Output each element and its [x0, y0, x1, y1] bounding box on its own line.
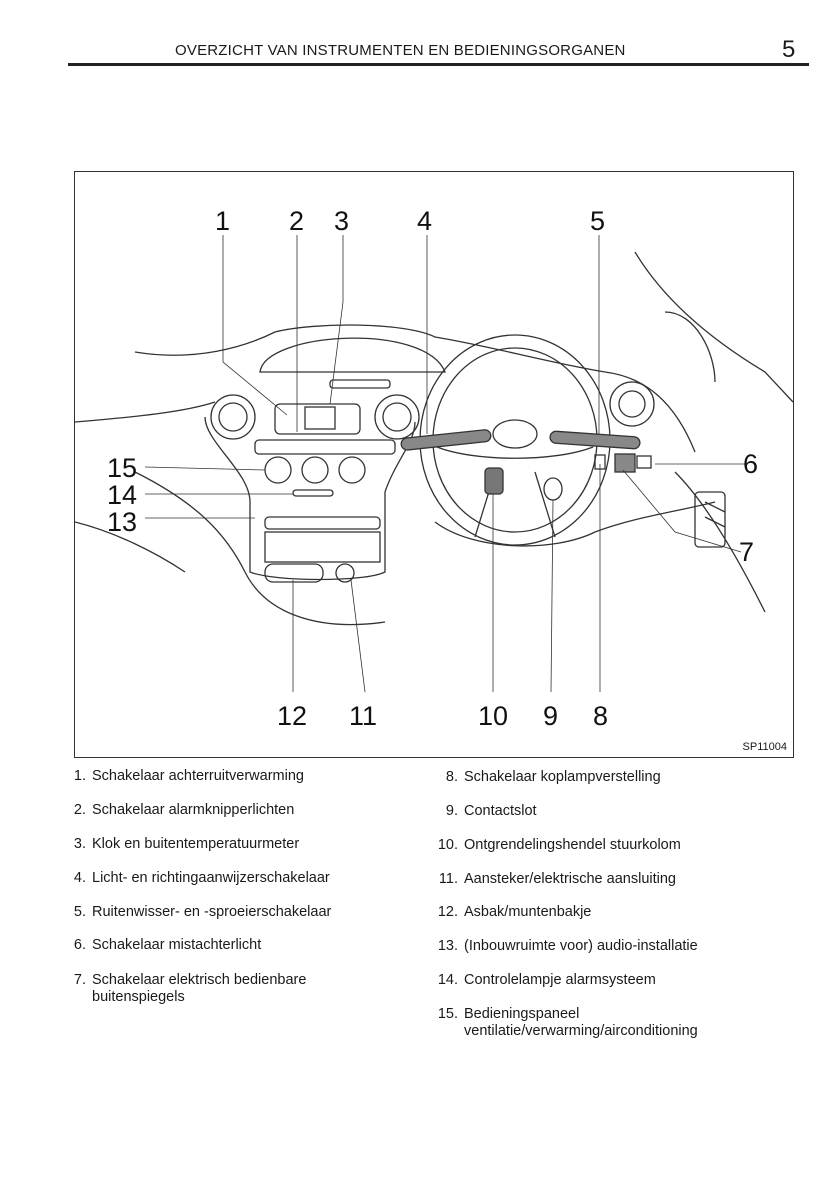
legend-item-15: 15.Bedieningspaneel ventilatie/verwarmin…	[437, 1006, 698, 1039]
legend-item-1: 1.Schakelaar achterruitverwarming	[73, 768, 304, 784]
legend-item-3: 3.Klok en buitentemperatuurmeter	[73, 836, 300, 852]
callout-11: 11	[349, 701, 377, 731]
legend-item-6: 6.Schakelaar mistachterlicht	[73, 937, 262, 953]
legend-item-5: 5.Ruitenwisser- en -sproeierschakelaar	[73, 904, 332, 920]
legend-item-10: 10.Ontgrendelingshendel stuurkolom	[437, 837, 681, 853]
dashboard-illustration: 1 2 3 4 5 6 7 8 9 10 11 12 13 14 15	[75, 206, 793, 731]
instrument-hood	[259, 337, 446, 373]
callout-3: 3	[334, 206, 349, 236]
dashboard-figure: 1 2 3 4 5 6 7 8 9 10 11 12 13 14 15 SP11…	[74, 171, 794, 758]
callout-5: 5	[590, 206, 605, 236]
legend-item-7: 7.Schakelaar elektrisch bedienbare buite…	[73, 972, 307, 1005]
dashboard-outline	[134, 324, 696, 453]
callout-7: 7	[739, 537, 754, 567]
hvac-knob-1	[264, 456, 292, 484]
column-release-lever	[484, 467, 504, 495]
callout-10: 10	[478, 701, 508, 731]
callout-2: 2	[289, 206, 304, 236]
header-title: OVERZICHT VAN INSTRUMENTEN EN BEDIENINGS…	[175, 42, 626, 59]
legend-item-2: 2.Schakelaar alarmknipperlichten	[73, 802, 295, 818]
callout-15: 15	[107, 453, 137, 483]
steering-hub	[492, 419, 538, 449]
header-rule	[68, 63, 809, 66]
hvac-knob-2	[301, 456, 329, 484]
mirror-switch	[614, 453, 636, 473]
door-outline	[634, 251, 793, 403]
legend-item-14: 14.Controlelampje alarmsysteem	[437, 972, 656, 988]
legend-item-12: 12.Asbak/muntenbakje	[437, 904, 592, 920]
audio-bay	[264, 531, 381, 563]
legend-item-9: 9.Contactslot	[445, 803, 537, 819]
figure-code: SP11004	[742, 741, 787, 753]
callout-9: 9	[543, 701, 558, 731]
clock-panel	[274, 403, 361, 435]
legend-item-13: 13.(Inbouwruimte voor) audio-installatie	[437, 938, 698, 954]
center-stack	[204, 416, 416, 581]
center-right-vent	[374, 394, 420, 440]
callout-12: 12	[277, 701, 307, 731]
callout-13: 13	[107, 507, 137, 537]
callout-6: 6	[743, 449, 758, 479]
right-vent	[609, 381, 655, 427]
hvac-knob-3	[338, 456, 366, 484]
callout-1: 1	[215, 206, 230, 236]
ignition	[543, 477, 563, 501]
lighter	[335, 563, 355, 583]
alarm-indicator	[292, 489, 334, 497]
legend-item-4: 4.Licht- en richtingaanwijzerschakelaar	[73, 870, 330, 886]
ashtray	[264, 563, 324, 583]
page-number: 5	[782, 36, 796, 63]
light-stalk	[400, 429, 492, 451]
fog-switch	[636, 455, 652, 469]
legend-item-11: 11.Aansteker/elektrische aansluiting	[438, 871, 676, 887]
callout-8: 8	[593, 701, 608, 731]
callout-14: 14	[107, 480, 137, 510]
callout-4: 4	[417, 206, 432, 236]
audio-slot	[264, 516, 381, 530]
left-vent	[210, 394, 256, 440]
legend-item-8: 8.Schakelaar koplampverstelling	[445, 769, 661, 785]
wiper-stalk	[549, 430, 641, 450]
